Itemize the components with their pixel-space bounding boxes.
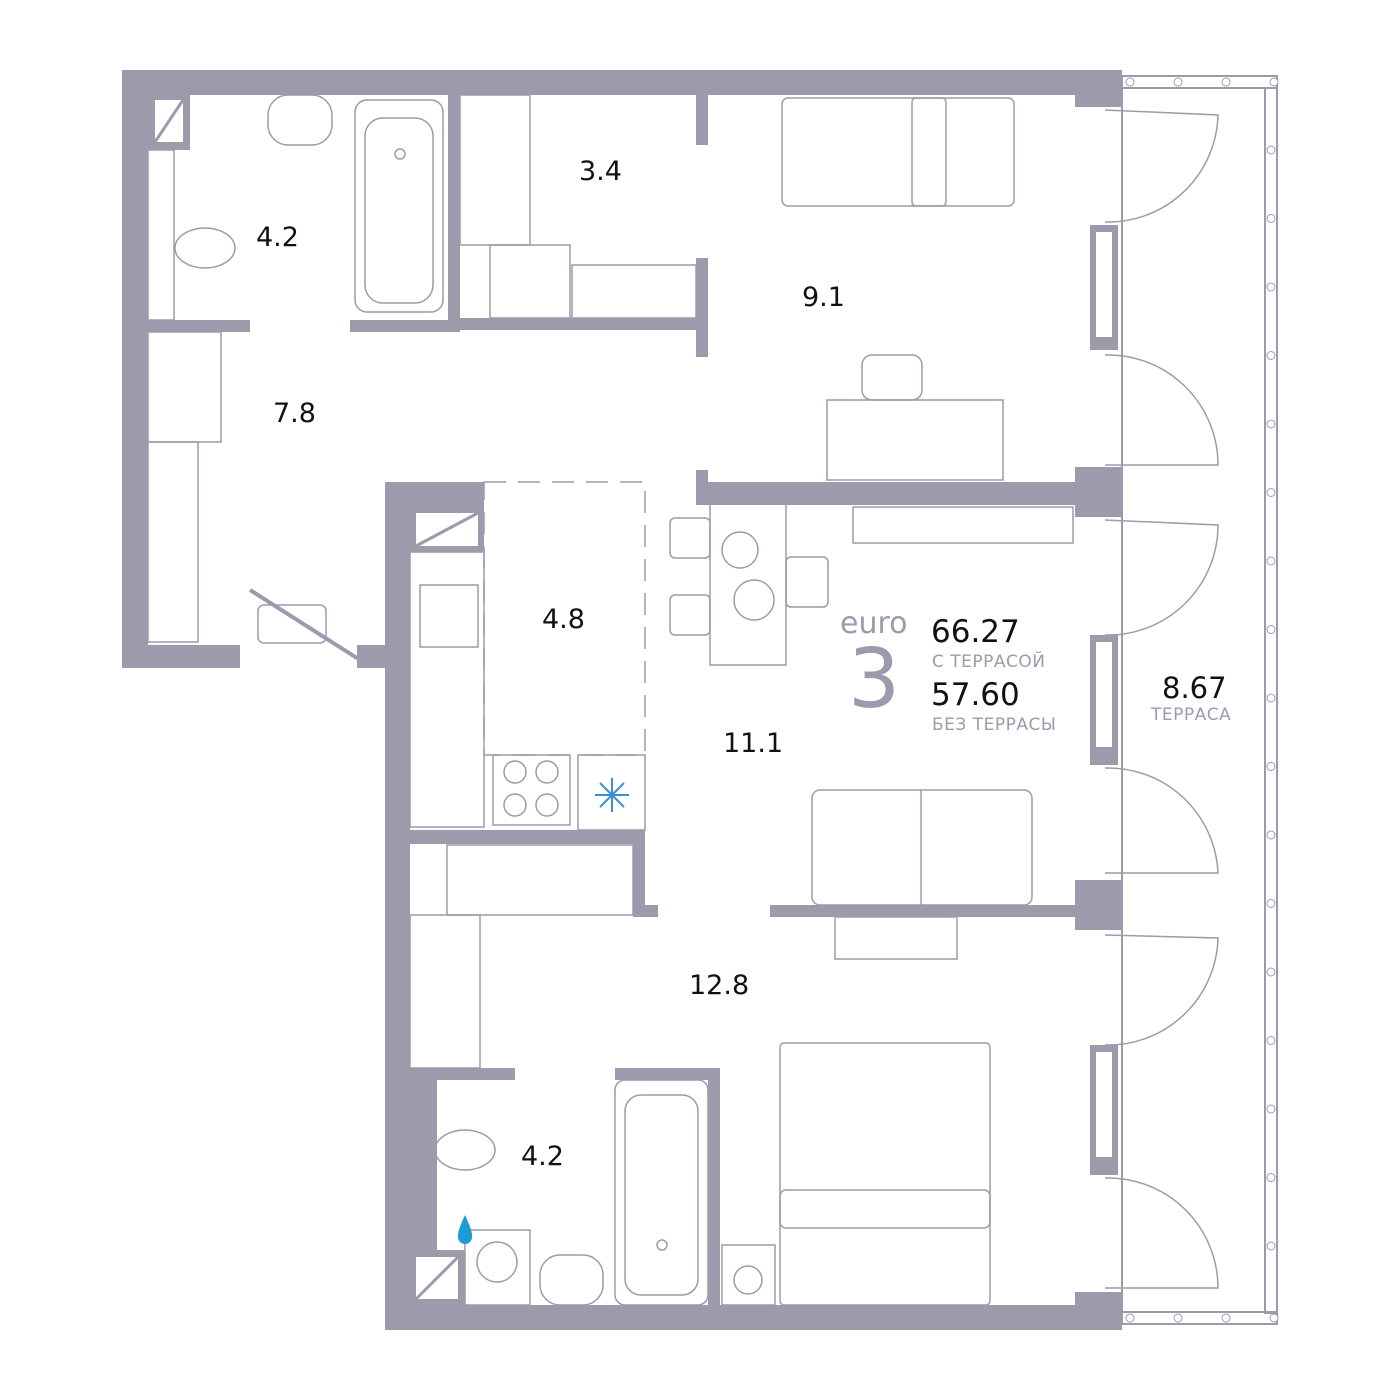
terrace-post	[1266, 762, 1276, 771]
terrace-post	[1266, 351, 1276, 360]
terrace-post	[1266, 967, 1276, 977]
area-total-caption: С ТЕРРАСОЙ	[932, 652, 1046, 672]
terrace-dots	[1125, 77, 1279, 1323]
terrace-post	[1266, 1241, 1276, 1251]
area-total: 66.27	[931, 614, 1020, 650]
terrace-post	[1266, 282, 1276, 292]
doors	[248, 109, 1219, 1289]
terrace-post	[1173, 77, 1183, 87]
terrace-post	[1125, 1313, 1135, 1323]
snowflake-icon	[595, 778, 629, 812]
terrace-post	[1266, 488, 1276, 497]
terrace-post	[1266, 693, 1276, 703]
room-area: 11.1	[723, 728, 784, 759]
terrace-post	[1125, 77, 1135, 87]
terrace-post	[1266, 214, 1276, 223]
room-area: 3.4	[579, 156, 622, 187]
terrace	[1121, 75, 1278, 1325]
terrace-post	[1266, 899, 1276, 908]
terrace-caption: ТЕРРАСА	[1151, 705, 1232, 725]
room-area: 4.2	[521, 1141, 564, 1172]
terrace-post	[1266, 145, 1276, 155]
room-area: 9.1	[802, 282, 845, 313]
terrace-post	[1266, 419, 1276, 429]
terrace-post	[1266, 1173, 1276, 1182]
terrace-post	[1266, 1036, 1276, 1045]
column-diagonals	[153, 99, 479, 1301]
terrace-area: 8.67	[1162, 671, 1227, 705]
water-drop-icon	[457, 1215, 473, 1244]
room-area: 4.8	[542, 604, 585, 635]
terrace-post	[1266, 556, 1276, 566]
terrace-post	[1221, 77, 1231, 87]
terrace-post	[1266, 625, 1276, 634]
room-area: 4.2	[256, 222, 299, 253]
terrace-post	[1221, 1313, 1231, 1323]
room-area: 12.8	[689, 970, 750, 1001]
terrace-post	[1266, 830, 1276, 840]
area-net-caption: БЕЗ ТЕРРАСЫ	[932, 715, 1057, 735]
apartment-type: euro	[840, 606, 908, 641]
terrace-post	[1269, 1313, 1279, 1323]
terrace-post	[1266, 1104, 1276, 1114]
terrace-post	[1269, 77, 1279, 87]
area-net: 57.60	[931, 677, 1020, 713]
furniture	[147, 94, 1074, 1306]
room-area: 7.8	[273, 398, 316, 429]
rooms-count: 3	[848, 632, 901, 727]
terrace-post	[1173, 1313, 1183, 1323]
